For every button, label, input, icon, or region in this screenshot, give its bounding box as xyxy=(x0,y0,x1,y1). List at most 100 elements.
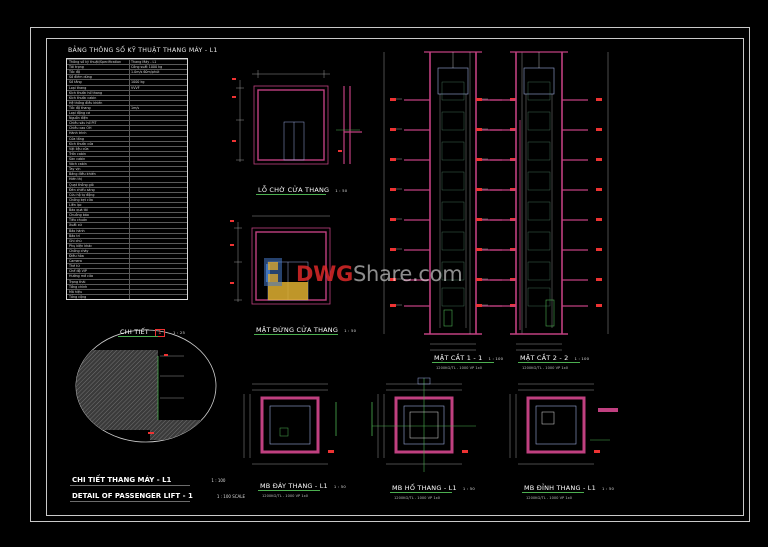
spec-key: Quạt thông gió xyxy=(69,182,94,187)
caption-underline xyxy=(254,334,338,335)
spec-table-row: Tổng cộng xyxy=(67,293,187,299)
caption-underline xyxy=(118,336,158,337)
spec-key: Trần cabin xyxy=(69,151,86,156)
level-marker xyxy=(476,158,482,161)
spec-key: Đèn chiếu sáng xyxy=(69,187,95,192)
spec-key: Bảo trì xyxy=(69,233,80,238)
level-marker xyxy=(390,188,396,191)
landing-door xyxy=(441,141,465,161)
landing-door xyxy=(527,201,551,221)
spec-key: Chế độ VIP xyxy=(69,269,87,274)
spec-key: Trạng thái xyxy=(69,279,86,284)
spec-table-row: Hành trình xyxy=(67,130,187,135)
spec-table-row: Cứu hộ tự động xyxy=(67,191,187,197)
level-marker xyxy=(596,304,602,307)
level-marker xyxy=(596,218,602,221)
spec-table-row: Camera xyxy=(67,258,187,263)
spec-key: Bảo hành xyxy=(69,228,85,233)
spec-key: Phụ kiện khác xyxy=(69,243,93,248)
spec-key: Chuông báo xyxy=(69,213,89,218)
spec-table-row: Số điểm dừng xyxy=(67,74,187,79)
spec-table-row: Sàn cabin xyxy=(67,156,187,161)
level-marker xyxy=(390,218,396,221)
section-2-subtitle: 1200KG/TL - 1000 VP 1x0 xyxy=(522,366,569,370)
buffer xyxy=(545,299,555,327)
spec-key: Hiển thị xyxy=(69,177,82,182)
spec-table-row: Liên lạc xyxy=(67,201,187,207)
level-marker xyxy=(476,188,482,191)
spec-table-row: Bảo trì xyxy=(67,232,187,238)
spec-table-row: Bảng điều khiển xyxy=(67,171,187,176)
buffer xyxy=(443,309,453,327)
level-marker xyxy=(596,128,602,131)
spec-key: Chiều sâu hố PIT xyxy=(69,121,97,126)
spec-key: Loại động cơ xyxy=(69,111,90,116)
spec-key: Liên lạc xyxy=(69,202,82,207)
spec-key: Hướng mở cửa xyxy=(69,274,94,279)
spec-table-row: Kích thước hố thang xyxy=(67,89,187,95)
landing-door xyxy=(527,287,551,307)
caption-underline xyxy=(518,362,580,363)
spec-table-row: Ghi chú xyxy=(67,237,187,243)
spec-table-row: Chiều sâu hố PIT xyxy=(67,120,187,125)
level-marker xyxy=(390,158,396,161)
level-marker xyxy=(596,188,602,191)
landing-door xyxy=(441,287,465,307)
spec-table-row: Kích thước cửa xyxy=(67,140,187,146)
spec-key: Báo quá tải xyxy=(69,208,88,213)
section-1-subtitle: 1200KG/TL - 1000 VP 1x0 xyxy=(436,366,483,370)
spec-key: Số tầng xyxy=(69,80,82,85)
top-plan-subtitle: 1200KG/TL - 1000 VP 1x0 xyxy=(526,496,573,500)
spec-table-row: Chuông báo xyxy=(67,212,187,217)
spec-table-row: Chế độ VIP xyxy=(67,268,187,273)
spec-key: Ghi chú xyxy=(69,238,82,243)
caption-underline xyxy=(256,194,326,195)
level-marker xyxy=(462,450,468,453)
spec-key: Tốc độ thang xyxy=(69,105,91,110)
spec-table-row: Hướng mở cửa xyxy=(67,273,187,278)
level-marker xyxy=(476,218,482,221)
spec-value: VVVF xyxy=(131,85,140,90)
spec-key: Thẻ từ xyxy=(69,264,80,269)
machine-base xyxy=(541,411,555,425)
spec-key: Chiều cao OH xyxy=(69,126,92,131)
shaft-plan-subtitle: 1200KG/TL - 1000 VP 1x0 xyxy=(394,496,441,500)
spec-key: Cửa tầng xyxy=(69,136,84,141)
spec-key: Tốc độ xyxy=(69,70,81,75)
pit-plan-subtitle: 1200KG/TL - 1000 VP 1x0 xyxy=(262,494,309,498)
level-marker xyxy=(596,158,602,161)
buffer xyxy=(279,427,289,437)
spec-table-row: Mã hiệu xyxy=(67,288,187,294)
landing-door xyxy=(527,171,551,191)
spec-key: Sàn cabin xyxy=(69,157,86,162)
spec-key: Kích thước cabin xyxy=(69,95,97,100)
spec-table-row: Cửa tầng xyxy=(67,135,187,141)
spec-table-row: Vách cabin xyxy=(67,161,187,166)
spec-table-row: Hệ thống điều khiển xyxy=(67,99,187,105)
spec-table-row: Chống kẹt cửa xyxy=(67,196,187,202)
caption-underline xyxy=(432,362,494,363)
cabin-outline xyxy=(535,405,577,445)
spec-key: Cứu hộ tự động xyxy=(69,192,95,197)
landing-door xyxy=(441,231,465,251)
spec-table-row: Vật liệu cửa xyxy=(67,145,187,151)
level-marker xyxy=(596,278,602,281)
level-marker xyxy=(476,304,482,307)
spec-table-row: Kích thước cabin xyxy=(67,94,187,100)
landing-door xyxy=(441,171,465,191)
level-marker xyxy=(594,450,600,453)
spec-value: 1.0m/s 60m/phút xyxy=(131,70,160,75)
spec-key: Vật liệu cửa xyxy=(69,146,89,151)
